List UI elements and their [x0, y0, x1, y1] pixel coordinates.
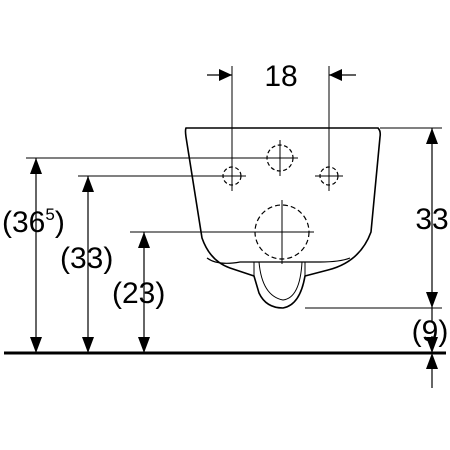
dimension-total-height	[30, 158, 42, 353]
dimension-outlet-height	[138, 232, 150, 353]
outlet-spigot	[253, 262, 306, 276]
label-total-height-main: (36	[2, 206, 45, 239]
label-fixing-height: (33)	[60, 242, 113, 275]
label-floor-gap: (9)	[412, 315, 449, 348]
dimension-bowl-height	[305, 127, 442, 309]
outlet-curve	[258, 261, 303, 301]
label-total-height: (365)	[2, 205, 65, 239]
bowl-rim-line	[206, 257, 351, 264]
water-inlet	[262, 140, 298, 176]
dimension-hole-spacing	[207, 66, 356, 162]
toilet-bowl-outline	[184, 127, 382, 309]
waste-outlet	[250, 200, 314, 264]
dimension-floor-gap	[426, 308, 438, 388]
fixing-hole-left	[218, 161, 246, 191]
label-total-height-sup: 5	[45, 205, 54, 224]
label-total-height-close: )	[55, 206, 65, 239]
label-bowl-height: 33	[415, 203, 448, 236]
label-outlet-height: (23)	[112, 277, 165, 310]
fixing-hole-right	[315, 161, 343, 191]
label-hole-spacing: 18	[264, 60, 297, 93]
dimension-fixing-height	[82, 176, 94, 353]
